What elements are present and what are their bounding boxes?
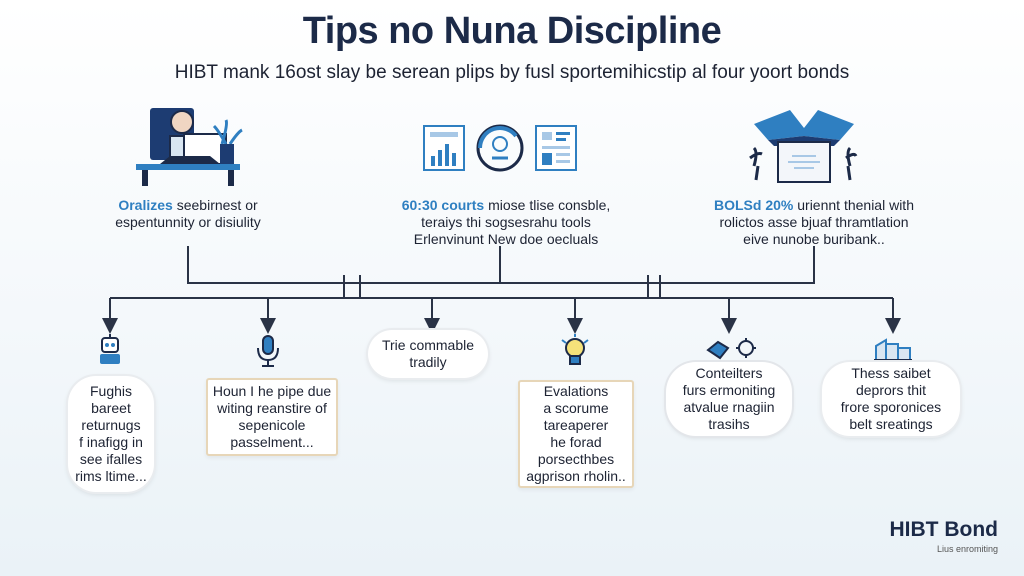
bottom-node-6: Thess saibet deprors thit frore sporonic… [822,362,960,436]
bottom-node-1-line-6: rims ltime... [75,468,147,484]
top-node-1-highlight: Oralizes [118,197,173,213]
microphone-icon [254,334,282,373]
bottom-node-4-line-3: tareaperer [543,417,609,433]
lightbulb-icon [560,334,590,375]
open-book-icon [748,106,860,191]
person-at-desk-icon [130,102,250,193]
bottom-node-1-line-4: f inafigg in [79,434,143,450]
top-node-1-line-1: seebirnest or [176,197,258,213]
bottom-node-4-line-5: porsecthbes [537,451,615,467]
top-node-2-highlight: 60:30 courts [401,197,485,213]
page-title: Tips no Nuna Discipline [302,10,722,52]
bottom-node-5-line-1: Conteilters [695,365,763,381]
bottom-node-1-line-3: returnugs [81,417,141,433]
top-node-3-text: BOLSd 20% uriennt thenial with rolictos … [694,197,934,248]
handshake-icon [706,336,758,369]
top-node-3-line-2: rolictos asse bjuaf thramtlation [719,214,909,230]
bottom-node-2-line-4: passelment... [230,434,314,450]
analytics-cycle-icon [420,120,580,181]
bottom-node-5-line-3: atvalue rnagiin [683,399,775,415]
bottom-node-1: Fughis bareet returnugs f inafigg in see… [68,376,154,492]
bottom-node-6-line-2: deprors thit [855,382,927,398]
bottom-node-3-line-2: tradily [409,354,447,370]
bottom-node-5-line-4: trasihs [708,416,750,432]
bottom-node-1-line-1: Fughis [89,383,133,399]
top-node-3-line-1: uriennt thenial with [797,197,914,213]
bottom-node-4: Evalations a scorume tareaperer he forad… [518,380,634,488]
top-node-1-line-2: espentunnity or disiulity [115,214,261,230]
top-node-2-line-2: teraiys thi sogsesrahu tools [421,214,591,230]
building-icon [874,336,912,367]
bottom-node-2-line-2: witing reanstire of [217,400,327,416]
bottom-node-5: Conteilters furs ermoniting atvalue rnag… [666,362,792,436]
bottom-node-6-line-1: Thess saibet [851,365,931,381]
bottom-node-4-line-1: Evalations [543,383,609,399]
brand-tagline: Lius enromiting [936,544,998,554]
bottom-node-2-line-3: sepenicole [238,417,306,433]
brand-logo: HIBT Bond Lius enromiting [890,518,998,554]
brand-name: HIBT Bond [889,518,998,541]
top-node-3-line-3: eive nunobe buribank.. [743,231,885,247]
bottom-node-2: Houn I he pipe due witing reanstire of s… [206,378,338,456]
bottom-node-1-line-5: see ifalles [79,451,143,467]
bottom-node-6-line-4: belt sreatings [849,416,933,432]
bottom-node-6-line-3: frore sporonices [840,399,942,415]
top-node-2-line-1: miose tlise consble, [488,197,611,213]
top-node-2-text: 60:30 courts miose tlise consble, teraiy… [378,197,634,248]
top-node-1-text: Oralizes seebirnest or espentunnity or d… [80,197,296,231]
bottom-node-1-line-2: bareet [91,400,131,416]
page-subtitle: HIBT mank 16ost slay be serean plips by … [174,62,850,83]
bottom-node-3-line-1: Trie commable [381,337,475,353]
bottom-node-4-line-6: agprison rholin.. [526,468,626,484]
bottom-node-4-line-4: he forad [550,434,602,450]
robot-icon [96,334,124,373]
bottom-node-3: Trie commable tradily [368,330,488,378]
top-node-3-highlight: BOLSd 20% [714,197,794,213]
top-node-2-line-3: Erlenvinunt New doe oecluals [413,231,599,247]
bottom-node-5-line-2: furs ermoniting [682,382,776,398]
bottom-node-4-line-2: a scorume [543,400,609,416]
bottom-node-2-line-1: Houn I he pipe due [212,383,332,399]
